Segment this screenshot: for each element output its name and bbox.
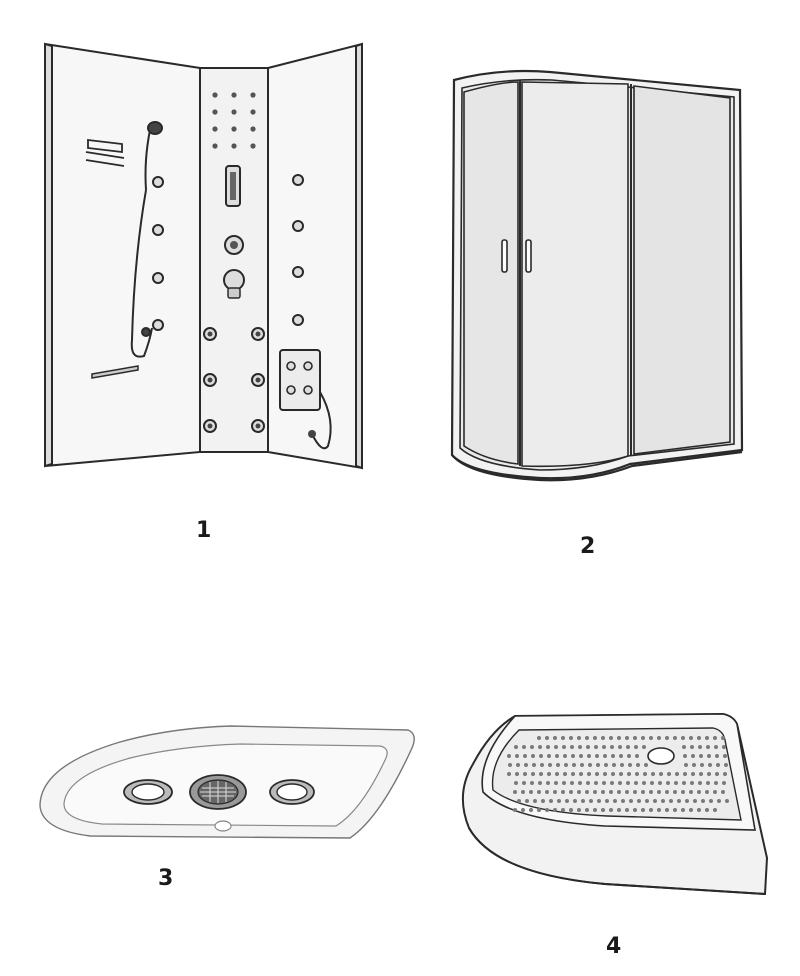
enclosure-base: [451, 450, 743, 482]
figure-3-whirlpool-tray: [39, 725, 415, 839]
tray-center-drain: [189, 774, 247, 810]
tray-drain: [647, 747, 675, 765]
left-wall-jets: [152, 176, 164, 331]
anti-slip-pattern: [507, 736, 729, 812]
mixer-knob: [223, 269, 245, 291]
soap-rail: [91, 365, 139, 379]
right-wall-jets: [292, 174, 304, 326]
figure-2-shower-enclosure: [450, 69, 744, 482]
fixed-glass-panel: [633, 85, 731, 455]
door-handle-left: [501, 239, 508, 273]
figure-label-3: 3: [158, 866, 174, 891]
figure-4-quadrant-tray: [461, 712, 769, 896]
figure-label-4: 4: [606, 934, 622, 959]
figure-label-2: 2: [580, 534, 596, 559]
handheld-shower: [130, 121, 163, 358]
tray-jet-left: [123, 779, 173, 805]
panel-hose: [311, 391, 332, 450]
quadrant-tray-basin: [491, 727, 742, 821]
control-panel: [279, 349, 321, 411]
overhead-nozzle-grid: [212, 92, 256, 149]
sliding-door-left: [463, 81, 519, 465]
tray-jet-right: [269, 779, 315, 805]
figure-1-shower-cabin: [44, 42, 363, 470]
figure-label-1: 1: [196, 518, 212, 543]
door-handle-right: [525, 239, 532, 273]
tray-overflow-hole: [214, 820, 232, 832]
center-column: [199, 67, 269, 453]
left-wall-panel: [44, 42, 201, 468]
sliding-door-center: [521, 81, 629, 468]
wall-shelf: [85, 138, 125, 167]
